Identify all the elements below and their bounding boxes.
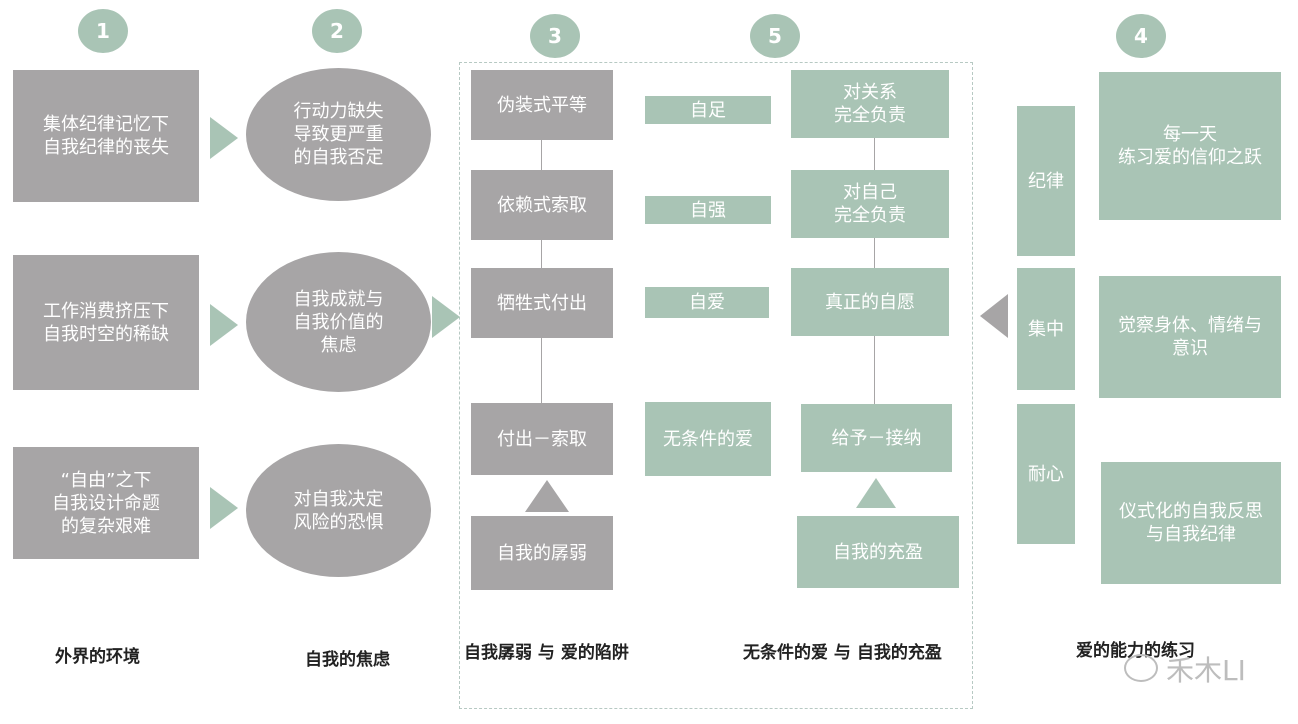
middle-box-3: 自爱 [645,287,769,318]
arrow-right-icon [432,296,460,338]
love-box-1: 对关系 完全负责 [791,70,949,138]
middle-box-1: 自足 [645,96,771,124]
badge-5: 5 [750,14,800,58]
badge-2: 2 [312,9,362,53]
arrow-left-icon [980,294,1008,338]
wechat-icon [1124,654,1158,682]
anxiety-ellipse-1: 行动力缺失 导致更严重 的自我否定 [246,68,431,201]
anxiety-ellipse-2: 自我成就与 自我价值的 焦虑 [246,252,431,392]
arrow-right-icon [210,117,238,159]
practice-box-3: 仪式化的自我反思 与自我纪律 [1101,462,1281,584]
arrow-right-icon [210,304,238,346]
env-box-3: “自由”之下 自我设计命题 的复杂艰难 [13,447,199,559]
triangle-up-icon [525,480,569,512]
love-box-3: 真正的自愿 [791,268,949,336]
weak-self-box: 自我的孱弱 [471,516,613,590]
caption-environment: 外界的环境 [55,647,140,667]
middle-box-4: 无条件的爱 [645,402,771,476]
badge-4: 4 [1116,14,1166,58]
middle-box-2: 自强 [645,196,771,224]
badge-3: 3 [530,14,580,58]
env-box-1: 集体纪律记忆下 自我纪律的丧失 [13,70,199,202]
practice-side-1: 纪律 [1017,106,1075,256]
triangle-up-icon [856,478,896,508]
trap-box-1: 伪装式平等 [471,70,613,140]
caption-trap: 自我孱弱 与 爱的陷阱 [464,643,629,663]
central-dashed-frame [459,62,973,709]
badge-1: 1 [78,9,128,53]
practice-side-2: 集中 [1017,268,1075,390]
caption-love: 无条件的爱 与 自我的充盈 [743,643,942,663]
trap-box-4: 付出－索取 [471,403,613,475]
trap-box-3: 牺牲式付出 [471,268,613,338]
love-box-2: 对自己 完全负责 [791,170,949,238]
watermark-text: 禾木LI [1166,654,1246,687]
practice-box-2: 觉察身体、情绪与 意识 [1099,276,1281,398]
caption-practice: 爱的能力的练习 [1076,641,1195,661]
arrow-right-icon [210,487,238,529]
env-box-2: 工作消费挤压下 自我时空的稀缺 [13,255,199,390]
love-box-4: 给予－接纳 [801,404,952,472]
caption-anxiety: 自我的焦虑 [305,650,390,670]
anxiety-ellipse-3: 对自我决定 风险的恐惧 [246,444,431,577]
practice-box-1: 每一天 练习爱的信仰之跃 [1099,72,1281,220]
practice-side-3: 耐心 [1017,404,1075,544]
trap-box-2: 依赖式索取 [471,170,613,240]
full-self-box: 自我的充盈 [797,516,959,588]
